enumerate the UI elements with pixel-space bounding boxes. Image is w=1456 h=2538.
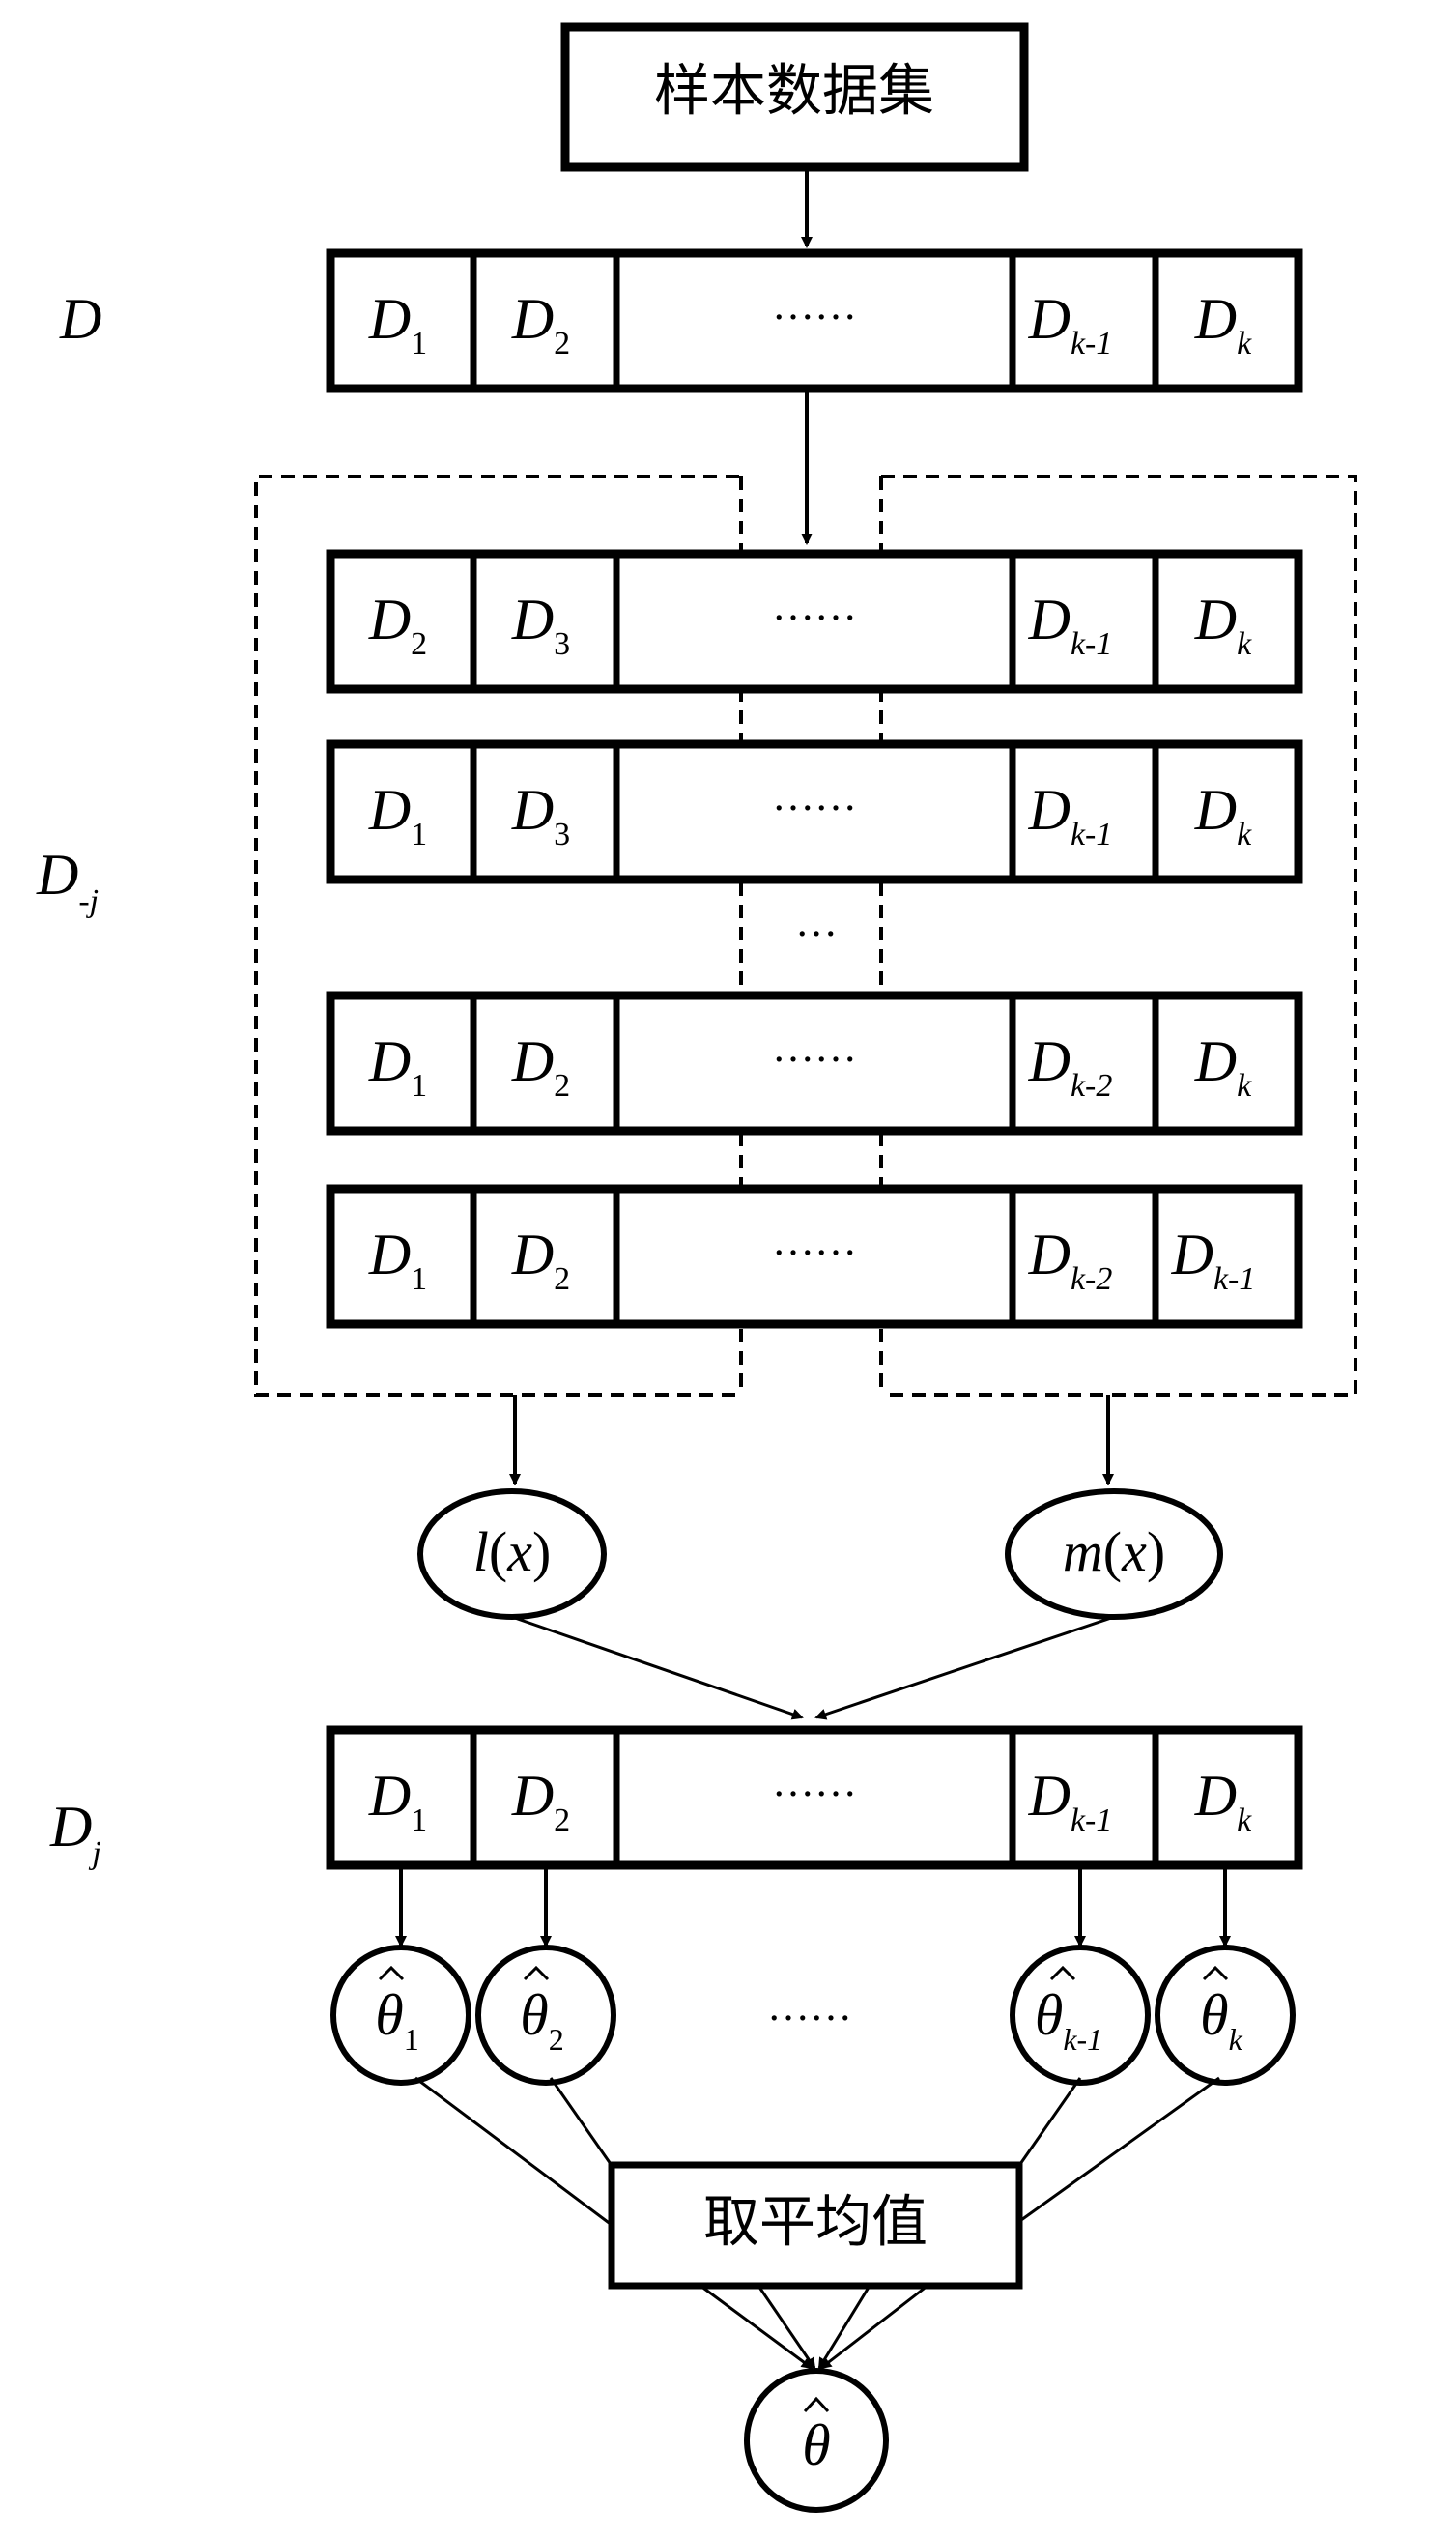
estimate-label: θ1	[375, 1983, 418, 2057]
left-training-group-frame	[254, 475, 739, 1397]
m-model-label: m(x)	[1063, 1520, 1165, 1583]
data-cell-label: Dk	[1194, 588, 1252, 662]
data-cell-label: D2	[511, 1764, 570, 1838]
fold-estimates: θ1 θ2 θk-1 θk	[330, 1945, 1296, 2086]
training-fold-row: D2 D3 Dk-1 Dk ……	[326, 549, 1303, 694]
row-frame	[326, 739, 1303, 884]
estimates-ellipsis: ……	[767, 1982, 852, 2030]
sample-dataset-node: 样本数据集	[560, 22, 1029, 172]
row-ellipsis: ……	[772, 772, 857, 820]
estimate-to-average-lines	[414, 2076, 1220, 2227]
data-cell-label: D2	[511, 1223, 570, 1297]
estimate-node: θ1	[330, 1945, 471, 2086]
average-label: 取平均值	[703, 2190, 928, 2253]
data-cell-label: Dk	[1194, 287, 1252, 361]
data-cell-label: Dk-2	[1028, 1029, 1113, 1104]
hat-accent	[523, 1965, 550, 1981]
hat-accent	[1202, 1965, 1229, 1981]
data-cell-label: D1	[368, 1223, 427, 1297]
data-cell-label: D2	[368, 588, 427, 662]
row-frame	[326, 248, 1303, 393]
data-cell-label: D2	[511, 287, 570, 361]
data-cell-label: Dk	[1194, 1764, 1252, 1838]
fold-rows-ellipsis: …	[795, 898, 838, 945]
row-ellipsis: ……	[772, 1758, 857, 1805]
row-label-test: Dj	[49, 1795, 101, 1871]
arrow-l-model-to-test	[511, 1615, 804, 1720]
row-frame	[326, 549, 1303, 694]
data-cell-label: Dk-2	[1028, 1223, 1113, 1297]
data-cell-label: Dk-1	[1028, 1764, 1113, 1838]
data-cell-label: D1	[368, 1029, 427, 1104]
data-cell-label: D3	[511, 778, 570, 852]
training-fold-row: D1 D2 Dk-2 Dk ……	[326, 991, 1303, 1136]
hat-accent	[803, 2396, 830, 2413]
data-cell-label: D3	[511, 588, 570, 662]
data-cell-label: Dk-1	[1171, 1223, 1256, 1297]
data-cell-label: Dk	[1194, 1029, 1252, 1104]
data-cell-label: Dk-1	[1028, 588, 1113, 662]
hat-accent	[1049, 1965, 1076, 1981]
full-data-row: D1 D2 Dk-1 Dk ……	[326, 248, 1303, 393]
hat-accent	[378, 1965, 405, 1981]
average-node: 取平均值	[608, 2161, 1023, 2290]
data-cell-label: D1	[368, 1764, 427, 1838]
training-fold-row: D1 D2 Dk-2 Dk-1 ……	[326, 1184, 1303, 1329]
estimate-label: θk-1	[1035, 1983, 1102, 2057]
l-model-label: l(x)	[473, 1520, 552, 1583]
test-data-row: D1 D2 Dk-1 Dk ……	[326, 1725, 1303, 1870]
estimate-node: θ2	[475, 1945, 616, 2086]
sample-dataset-label: 样本数据集	[654, 59, 934, 122]
estimate-label: θk	[1200, 1983, 1242, 2057]
row-frame	[326, 1184, 1303, 1329]
m-model-node: m(x)	[1005, 1488, 1223, 1620]
arrow-m-model-to-test	[814, 1615, 1115, 1720]
training-fold-row: D1 D3 Dk-1 Dk ……	[326, 739, 1303, 884]
data-cell-label: Dk-1	[1028, 287, 1113, 361]
row-ellipsis: ……	[772, 1217, 857, 1264]
row-ellipsis: ……	[772, 582, 857, 629]
estimate-node: θk	[1155, 1945, 1296, 2086]
final-estimate-node: θ	[744, 2368, 889, 2513]
row-frame	[326, 1725, 1303, 1870]
average-to-final-arrows	[699, 2284, 928, 2370]
final-estimate-label: θ	[802, 2413, 830, 2477]
data-cell-label: Dk	[1194, 778, 1252, 852]
row-ellipsis: ……	[772, 1024, 857, 1071]
test-to-estimate-arrows	[395, 1865, 1231, 1947]
row-label-full: D	[59, 287, 101, 351]
estimate-label: θ2	[520, 1983, 563, 2057]
training-group-dashed-connectors	[739, 476, 883, 1395]
data-cell-label: Dk-1	[1028, 778, 1113, 852]
data-cell-label: D2	[511, 1029, 570, 1104]
estimate-node: θk-1	[1010, 1945, 1151, 2086]
data-cell-label: D1	[368, 287, 427, 361]
row-frame	[326, 991, 1303, 1136]
l-model-node: l(x)	[417, 1488, 607, 1620]
row-ellipsis: ……	[772, 281, 857, 329]
row-label-train: D-j	[36, 843, 99, 919]
right-training-group-frame	[881, 475, 1357, 1397]
data-cell-label: D1	[368, 778, 427, 852]
